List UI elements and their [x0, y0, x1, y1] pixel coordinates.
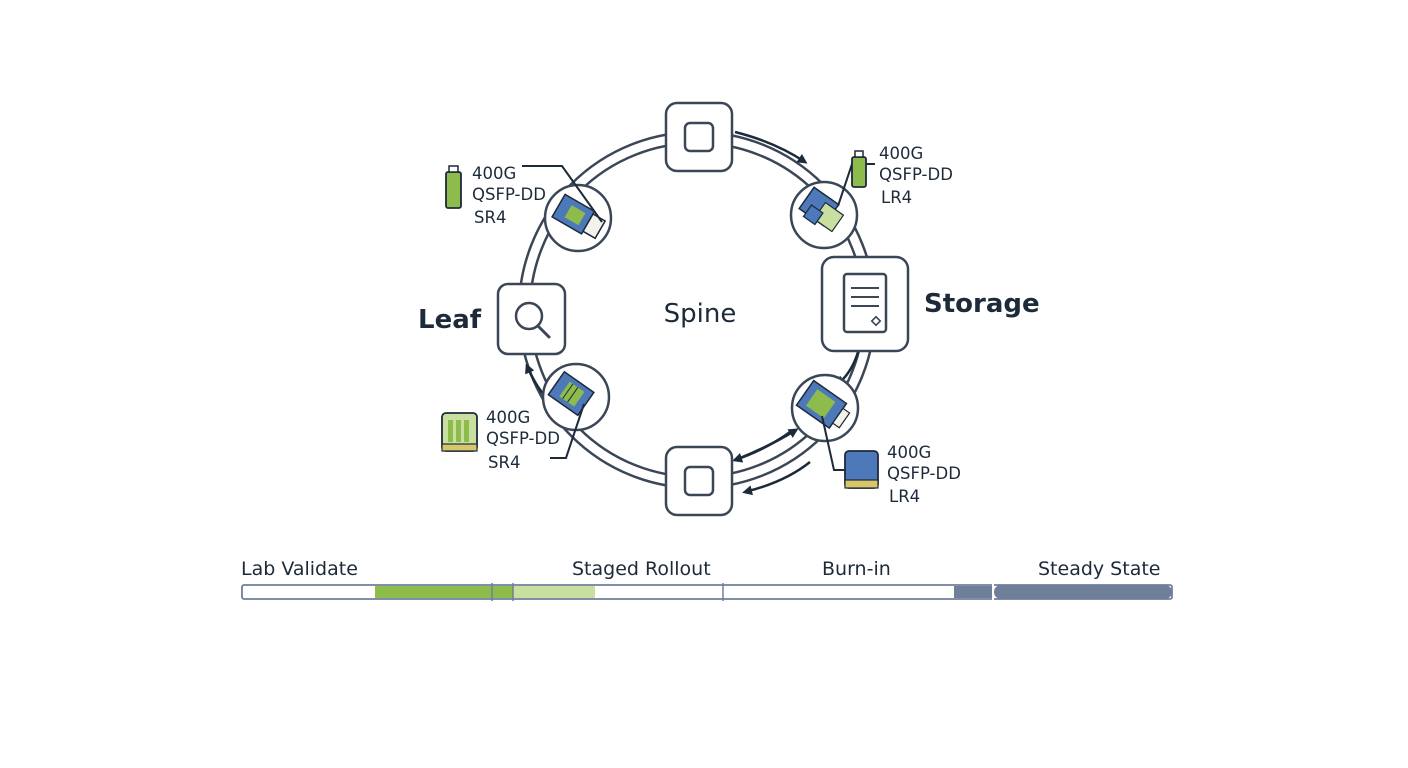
- rollout-timeline: Lab Validate Staged Rollout Burn-in Stea…: [241, 558, 1173, 601]
- flow-arrow-bottom: [742, 461, 811, 496]
- timeline-segment-burn-in: [954, 586, 992, 598]
- stage-label-steady-state: Steady State: [1038, 558, 1160, 580]
- sr4-module-icon: [441, 412, 478, 452]
- leaf-label: Leaf: [418, 305, 482, 335]
- reach-label: SR4: [474, 208, 506, 227]
- switch-node-top: [664, 101, 734, 173]
- transceiver-module-icon: [795, 379, 851, 430]
- callout-bottom-right: 400G QSFP-DD LR4: [887, 443, 961, 506]
- timeline-segment-lab-validate: [375, 586, 513, 598]
- flow-arrow-bottom-right-b: [739, 428, 799, 460]
- form-factor-label: QSFP-DD: [472, 185, 546, 204]
- transceiver-module-icon: [798, 186, 845, 233]
- callout-top-right: 400G QSFP-DD LR4: [879, 144, 953, 207]
- port-top-right: [789, 180, 859, 250]
- port-top-left: [543, 183, 613, 253]
- transceiver-module-icon: [547, 370, 595, 417]
- flow-arrow-top-right: [734, 130, 808, 164]
- sr4-module-icon: [445, 165, 462, 209]
- callout-bottom-left: 400G QSFP-DD SR4: [486, 408, 560, 472]
- stage-label-lab-validate: Lab Validate: [241, 558, 358, 580]
- storage-label: Storage: [924, 289, 1040, 319]
- search-icon: [514, 301, 551, 339]
- callout-line-bottom-left: [550, 403, 585, 459]
- form-factor-label: QSFP-DD: [879, 165, 953, 184]
- reach-label: LR4: [881, 188, 912, 207]
- lr4-module-icon: [844, 450, 879, 489]
- port-bottom-left: [541, 362, 611, 432]
- stage-label-staged-rollout: Staged Rollout: [572, 558, 711, 580]
- document-icon: [842, 272, 888, 334]
- stage-label-burn-in: Burn-in: [822, 558, 891, 580]
- lr4-module-icon: [851, 150, 867, 188]
- form-factor-label: QSFP-DD: [887, 464, 961, 483]
- speed-label: 400G: [879, 144, 923, 163]
- speed-label: 400G: [486, 408, 530, 427]
- timeline-segment-steady-state: [994, 585, 1172, 599]
- transceiver-module-icon: [551, 193, 607, 240]
- timeline-segment-staged-rollout: [513, 586, 595, 598]
- reach-label: SR4: [488, 453, 520, 472]
- speed-label: 400G: [472, 164, 516, 183]
- callout-line-top-left: [522, 165, 603, 223]
- leaf-node: [496, 282, 567, 356]
- switch-node-bottom: [664, 445, 734, 517]
- reach-label: LR4: [889, 487, 920, 506]
- speed-label: 400G: [887, 443, 931, 462]
- form-factor-label: QSFP-DD: [486, 429, 560, 448]
- storage-node: [820, 255, 910, 353]
- center-label: Spine: [664, 299, 737, 329]
- callout-top-left: 400G QSFP-DD SR4: [472, 164, 546, 227]
- port-bottom-right: [790, 373, 860, 443]
